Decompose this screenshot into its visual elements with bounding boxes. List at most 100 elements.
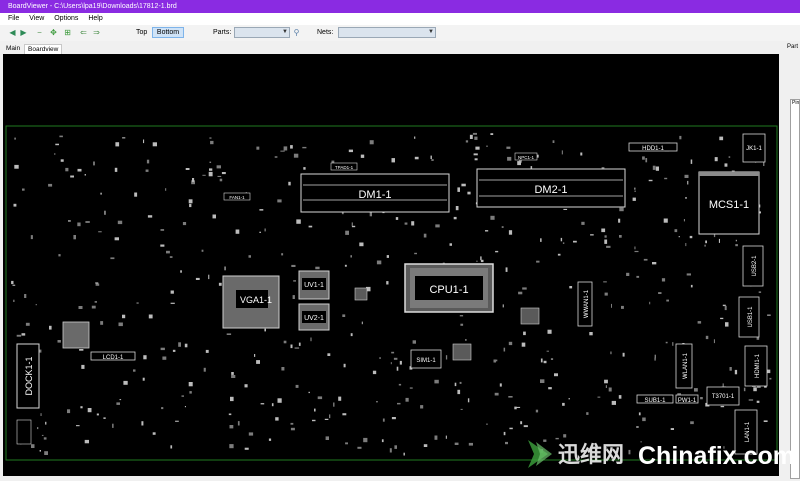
component-pad xyxy=(508,396,513,398)
component-pad xyxy=(216,165,221,169)
component-pad xyxy=(766,369,771,374)
component-pad xyxy=(118,322,123,327)
component-pad xyxy=(520,421,523,425)
component-pad xyxy=(658,292,662,294)
tab-main[interactable]: Main xyxy=(6,45,21,52)
component-pad xyxy=(283,340,287,344)
component-pad xyxy=(473,153,478,156)
component-pad xyxy=(569,286,573,289)
component-pad xyxy=(117,220,123,225)
component-pad xyxy=(212,214,216,219)
jk-label: JK1-1 xyxy=(746,146,762,152)
rotate-right-icon[interactable]: ⇒ xyxy=(93,28,100,37)
nets-combo[interactable]: ▼ xyxy=(338,27,436,38)
fan-connector: FAN1-1 xyxy=(223,192,251,201)
zoom-fit-icon[interactable]: ✥ xyxy=(50,28,57,37)
component-pad xyxy=(423,444,428,447)
zoom-in-icon[interactable]: ⊞ xyxy=(64,28,71,37)
component-pad xyxy=(100,321,104,325)
board-canvas[interactable]: DM1-1 DM2-1 CPU1-1 VGA1-1 UV1-1 xyxy=(3,54,779,476)
component-pad xyxy=(514,406,517,410)
component-pad xyxy=(485,230,489,232)
component-pad xyxy=(141,421,144,426)
component-pad xyxy=(230,396,234,402)
component-pad xyxy=(621,305,624,309)
cpu-label: CPU1-1 xyxy=(429,284,468,296)
component-pad xyxy=(372,370,377,375)
small-ic xyxy=(62,321,90,349)
component-pad xyxy=(519,158,522,163)
component-pad xyxy=(142,377,145,381)
component-pad xyxy=(143,355,147,360)
menu-file[interactable]: File xyxy=(8,15,20,22)
top-button[interactable]: Top xyxy=(136,29,148,36)
component-pad xyxy=(260,403,265,405)
component-pad xyxy=(369,140,374,145)
component-pad xyxy=(390,362,392,365)
component-pad xyxy=(148,314,153,319)
component-pad xyxy=(147,215,153,218)
component-pad xyxy=(445,355,448,360)
component-pad xyxy=(35,304,37,306)
menu-help[interactable]: Help xyxy=(88,15,103,22)
usb1-label: USB1-1 xyxy=(748,306,754,328)
component-pad xyxy=(256,360,260,364)
component-pad xyxy=(618,218,621,223)
npc-part: NPC1-1 xyxy=(514,152,538,161)
component-pad xyxy=(414,136,416,139)
component-pad xyxy=(445,435,447,439)
component-pad xyxy=(686,273,691,276)
component-pad xyxy=(705,335,709,340)
component-pad xyxy=(11,280,14,285)
component-pad xyxy=(605,385,607,388)
component-pad xyxy=(203,367,206,372)
component-pad xyxy=(490,133,494,135)
component-pad xyxy=(756,400,760,403)
component-pad xyxy=(229,444,234,449)
component-pad xyxy=(611,303,612,308)
component-pad xyxy=(350,333,353,337)
watermark: 迅维网 Chinafix.com xyxy=(522,430,800,479)
component-pad xyxy=(170,445,173,449)
component-pad xyxy=(454,442,459,445)
component-pad xyxy=(100,192,102,195)
usb2-connector: USB2-1 xyxy=(742,245,764,287)
rotate-left-icon[interactable]: ⇐ xyxy=(80,28,87,37)
component-pad xyxy=(331,160,335,164)
forward-icon[interactable]: ▶ xyxy=(20,28,27,37)
zoom-out-icon[interactable]: − xyxy=(37,28,42,37)
component-pad xyxy=(753,387,757,392)
component-pad xyxy=(382,418,385,422)
component-pad xyxy=(690,421,694,425)
component-pad xyxy=(95,283,100,286)
component-pad xyxy=(84,439,89,444)
component-pad xyxy=(486,145,488,147)
component-pad xyxy=(604,239,608,244)
search-icon[interactable]: ⚲ xyxy=(293,28,300,37)
component-pad xyxy=(91,305,96,309)
parts-combo[interactable]: ▼ xyxy=(234,27,290,38)
component-pad xyxy=(21,333,26,336)
component-pad xyxy=(414,252,417,255)
board-svg[interactable]: DM1-1 DM2-1 CPU1-1 VGA1-1 UV1-1 xyxy=(3,54,779,476)
component-pad xyxy=(763,162,765,166)
component-pad xyxy=(133,369,136,372)
component-pad xyxy=(391,417,396,420)
back-icon[interactable]: ◀ xyxy=(9,28,16,37)
mcs-label: MCS1-1 xyxy=(709,199,749,211)
watermark-logo-icon xyxy=(528,440,548,468)
component-pad xyxy=(369,212,372,217)
component-pad xyxy=(480,259,484,263)
menu-view[interactable]: View xyxy=(29,15,45,22)
pin-list[interactable]: Pin xyxy=(790,99,800,479)
component-pad xyxy=(14,137,16,140)
hdmi-connector: HDMI1-1 xyxy=(744,345,768,387)
component-pad xyxy=(548,387,552,390)
component-pad xyxy=(684,174,689,178)
wlan-label: WLAN1-1 xyxy=(683,352,689,379)
component-pad xyxy=(723,446,725,449)
tab-boardview[interactable]: Boardview xyxy=(24,44,63,54)
bottom-button[interactable]: Bottom xyxy=(152,27,184,38)
menu-options[interactable]: Options xyxy=(54,15,79,22)
component-pad xyxy=(122,137,126,139)
